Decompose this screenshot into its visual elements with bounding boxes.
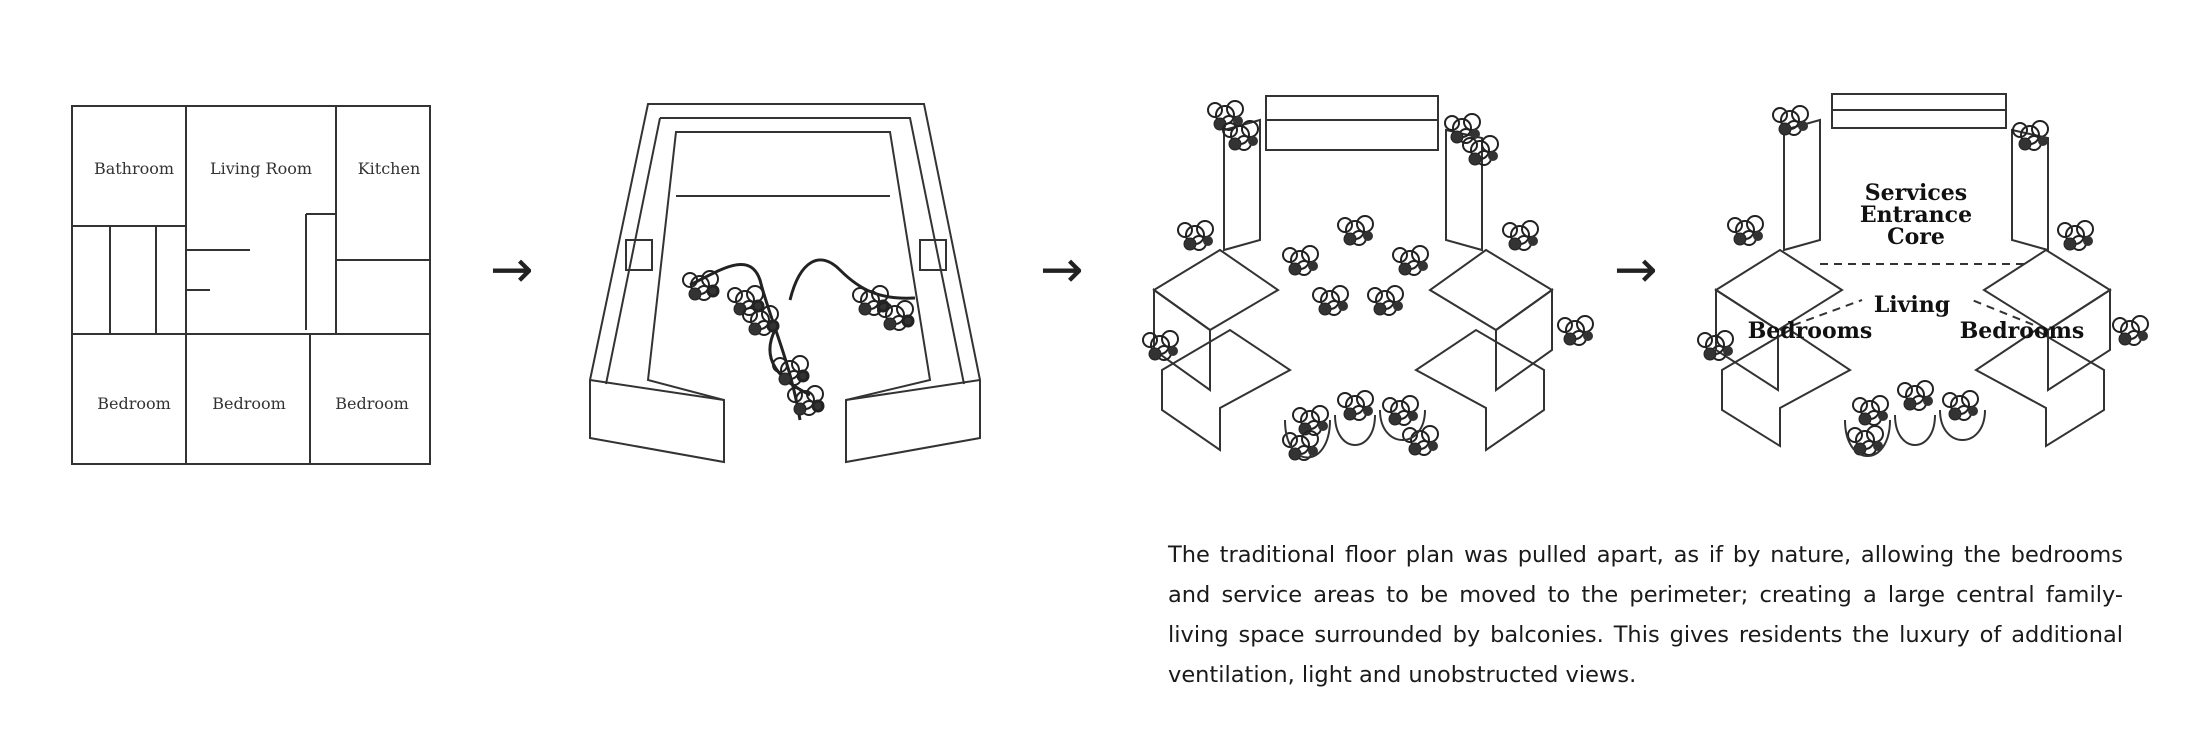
label-bedrooms-left: Bedrooms xyxy=(1748,318,1873,344)
room-label-bedroom-left: Bedroom xyxy=(97,394,171,413)
arrow-right-icon: → xyxy=(1614,240,1658,300)
isometric-stage xyxy=(1152,95,1554,452)
labelled-greenery xyxy=(1697,105,2149,456)
arrow-right-icon: → xyxy=(1040,240,1084,300)
room-label-kitchen: Kitchen xyxy=(358,159,421,178)
floor-plan xyxy=(71,105,431,465)
u-shape-stage xyxy=(589,103,981,464)
label-living: Living xyxy=(1874,292,1950,318)
label-services: Services xyxy=(1865,180,1967,206)
label-entrance: Entrance xyxy=(1860,202,1972,228)
label-core: Core xyxy=(1887,224,1945,250)
room-label-bathroom: Bathroom xyxy=(94,159,174,178)
room-label-bedroom-middle: Bedroom xyxy=(212,394,286,413)
label-bedrooms-right: Bedrooms xyxy=(1960,318,2085,344)
diagram-caption: The traditional floor plan was pulled ap… xyxy=(1168,542,2123,688)
room-label-bedroom-right: Bedroom xyxy=(335,394,409,413)
room-label-living-room: Living Room xyxy=(210,159,312,178)
arrow-right-icon: → xyxy=(490,240,534,300)
isometric-greenery xyxy=(1142,100,1594,461)
labelled-stage xyxy=(1714,93,2112,448)
tree-illustration xyxy=(681,258,916,421)
labelled-planters xyxy=(1844,409,1986,457)
isometric-planters xyxy=(1284,409,1426,459)
